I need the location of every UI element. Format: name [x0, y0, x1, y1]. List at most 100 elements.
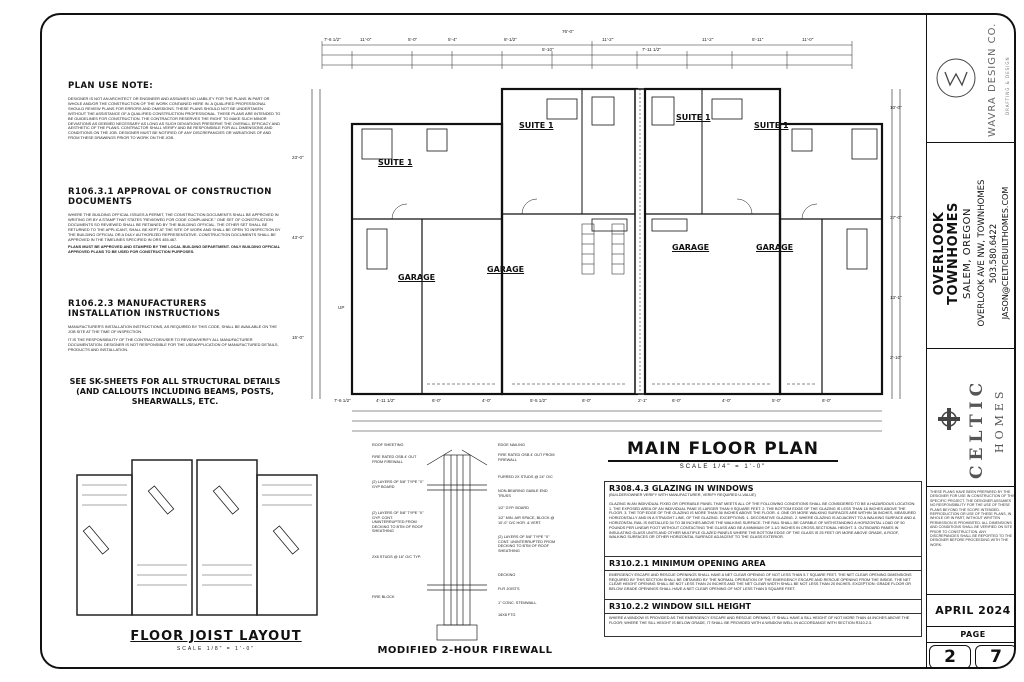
dim-left-0: 23'-0": [292, 155, 304, 160]
designer-name: WAVRA DESIGN CO.: [987, 22, 998, 137]
project-city: SALEM, OREGON: [962, 208, 973, 299]
sk-sheets-note: SEE SK-SHEETS FOR ALL STRUCTURAL DETAILS…: [69, 377, 281, 406]
plan-use-body: DESIGNER IS NOT AN ARCHITECT OR ENGINEER…: [68, 96, 281, 141]
r310-1-title: R310.2.1 MINIMUM OPENING AREA: [605, 557, 921, 571]
plan-use-title: PLAN USE NOTE:: [68, 81, 154, 91]
fw-label-r1: FIRE RATED OSB 4' OUT FROM FIREWALL: [498, 453, 555, 462]
dim-bottom-6: 2'-1": [638, 398, 648, 403]
dim-top-3: 5'-4": [448, 37, 458, 42]
dim-right-0: 10'-0": [890, 105, 902, 110]
r308-body: GLAZING IN AN INDIVIDUAL FIXED OR OPERAB…: [609, 501, 916, 540]
fw-label-r2: FURRED 2X STUDS @ 24" O/C: [498, 475, 553, 479]
builder-cell: CELTIC HOMES: [927, 349, 1014, 487]
project-address: OVERLOOK AVE NW, TOWNHOMES: [977, 179, 987, 327]
r106-emphasis: PLANS MUST BE APPROVED AND STAMPED BY TH…: [68, 244, 281, 255]
dim-bottom-7: 6'-0": [672, 398, 682, 403]
project-phone: 503.580.6422: [989, 223, 999, 284]
fw-label-r3: NON-BEARING GABLE END TRUSS: [498, 489, 548, 498]
room-label-garage-3: GARAGE: [672, 243, 710, 252]
project-email: JASON@CELTICBUILTHOMES.COM: [1001, 186, 1010, 320]
main-floor-title: MAIN FLOOR PLAN: [608, 439, 838, 462]
room-label-suite-2: SUITE 1: [519, 121, 554, 130]
wavra-logo-icon: [936, 58, 976, 98]
room-label-garage-1: GARAGE: [398, 273, 436, 282]
r106-2-note: R106.2.3 MANUFACTURERS INSTALLATION INST…: [68, 299, 282, 353]
dim-top-1: 11'-0": [360, 37, 372, 42]
r106-body: WHERE THE BUILDING OFFICIAL ISSUES A PER…: [68, 212, 281, 242]
fw-label-r4: 1/2" GYP. BOARD: [498, 506, 529, 510]
floor-joist-title-block: FLOOR JOIST LAYOUT SCALE 1/8" = 1'-0": [100, 629, 332, 652]
dim-bottom-1: 4'-11 1/2": [376, 398, 396, 403]
page-number: 2: [929, 645, 971, 667]
fw-label-l5: FIRE BLOCK: [372, 595, 395, 599]
r106-title: R106.3.1 APPROVAL OF CONSTRUCTION DOCUME…: [68, 187, 272, 207]
date-cell: APRIL 2024: [927, 595, 1014, 627]
dim-bottom-8: 4'-0": [722, 398, 732, 403]
project-cell: OVERLOOK TOWNHOMES SALEM, OREGON OVERLOO…: [927, 143, 1014, 349]
page-label-cell: PAGE: [927, 627, 1014, 643]
room-label-garage-2: GARAGE: [487, 265, 525, 274]
dim-left-1: 43'-0": [292, 235, 304, 240]
celtic-cross-icon: [938, 408, 960, 430]
designer-sub: DRAFTING & DESIGN: [1005, 56, 1010, 115]
floor-joist-drawing: [76, 459, 318, 616]
fw-label-l1: FIRE RATED OSB 4' OUT FROM FIREWALL: [372, 455, 417, 464]
r310-2-body: WHERE A WINDOW IS PROVIDED AS THE EMERGE…: [609, 615, 910, 625]
r106-note: R106.3.1 APPROVAL OF CONSTRUCTION DOCUME…: [68, 187, 282, 255]
main-floor-title-block: MAIN FLOOR PLAN SCALE 1/4" = 1'-0": [608, 439, 838, 470]
drawing-date: APRIL 2024: [935, 604, 1011, 617]
builder-name: CELTIC: [967, 377, 987, 479]
r106-2-body1: MANUFACTURER'S INSTALLATION INSTRUCTIONS…: [68, 324, 277, 334]
fw-label-r10: 16X8 FTG: [498, 613, 516, 617]
dim-top-13: 11'-0": [802, 37, 814, 42]
copyright-cell: THESE PLANS HAVE BEEN PREPARED BY THE DE…: [927, 487, 1014, 595]
room-label-suite-1: SUITE 1: [378, 158, 413, 167]
firewall-detail-drawing: [426, 449, 488, 641]
dim-top-5: 5'-10": [542, 47, 554, 52]
dim-bottom-4: 5'-5 1/2": [530, 398, 547, 403]
designer-cell: WAVRA DESIGN CO. DRAFTING & DESIGN: [927, 15, 1014, 143]
dim-top-4: 8'-1/2": [504, 37, 517, 42]
up-label: UP: [338, 305, 345, 310]
glazing-notes: R308.4.3 GLAZING IN WINDOWS (BUILDER/OWN…: [604, 481, 922, 637]
fw-label-l2: (2) LAYERS OF 5/8" TYPE "X" GYP BOARD: [372, 480, 424, 489]
floor-joist-scale: SCALE 1/8" = 1'-0": [176, 646, 256, 652]
r106-2-title: R106.2.3 MANUFACTURERS INSTALLATION INST…: [68, 299, 221, 319]
drawing-sheet: PLAN USE NOTE: DESIGNER IS NOT AN ARCHIT…: [40, 13, 1016, 669]
dim-bottom-0: 7'-6 1/2": [334, 398, 351, 403]
page-total: 7: [975, 645, 1014, 667]
fw-label-l0: ROOF SHEETING: [372, 443, 404, 447]
dim-top-7: 11'-2": [602, 37, 614, 42]
main-floor-scale: SCALE 1/4" = 1'-0": [679, 464, 767, 470]
title-block: WAVRA DESIGN CO. DRAFTING & DESIGN OVERL…: [926, 15, 1014, 667]
room-label-suite-4: SUITE 1: [754, 121, 789, 130]
fw-label-l3: (2) LAYERS OF 5/8" TYPE "X" GYP. CONT. U…: [372, 511, 424, 533]
floor-joist-title: FLOOR JOIST LAYOUT: [130, 629, 302, 644]
fw-label-r8: FLR JOISTS: [498, 587, 520, 591]
dim-bottom-9: 5'-0": [772, 398, 782, 403]
r310-2-title: R310.2.2 WINDOW SILL HEIGHT: [605, 600, 921, 614]
dim-right-2: 13'-1": [890, 295, 902, 300]
builder-sub: HOMES: [993, 387, 1006, 453]
fw-label-r9: 1" CONC. STEMWALL: [498, 601, 537, 605]
project-name: OVERLOOK TOWNHOMES: [932, 202, 961, 305]
dim-top-8: 7'-11 1/2": [642, 47, 662, 52]
dim-left-2: 15'-0": [292, 335, 304, 340]
plan-use-note: PLAN USE NOTE: DESIGNER IS NOT AN ARCHIT…: [68, 81, 282, 141]
dim-bottom-10: 6'-0": [822, 398, 832, 403]
r308-title: R308.4.3 GLAZING IN WINDOWS: [609, 484, 754, 493]
dim-bottom-5: 6'-0": [582, 398, 592, 403]
firewall-title: MODIFIED 2-HOUR FIREWALL: [377, 645, 553, 656]
room-label-garage-4: GARAGE: [756, 243, 794, 252]
dim-overall: 76'-0": [562, 29, 574, 34]
fw-label-r7: DECKING: [498, 573, 516, 577]
dim-right-1: 37'-0": [890, 215, 902, 220]
dim-bottom-3: 4'-0": [482, 398, 492, 403]
r310-1-body: EMERGENCY ESCAPE AND RESCUE OPENINGS SHA…: [609, 572, 912, 592]
fw-label-r6: (2) LAYERS OF 5/8" TYPE "X" CONT. UNINTE…: [498, 535, 556, 553]
dim-right-3: 2'-10": [890, 355, 902, 360]
page-label: PAGE: [960, 630, 986, 639]
page-number-cell: 2 7: [927, 643, 1014, 667]
fw-label-l4: 2X6 STUDS @ 16" O/C TYP.: [372, 555, 421, 559]
dim-bottom-2: 6'-0": [432, 398, 442, 403]
